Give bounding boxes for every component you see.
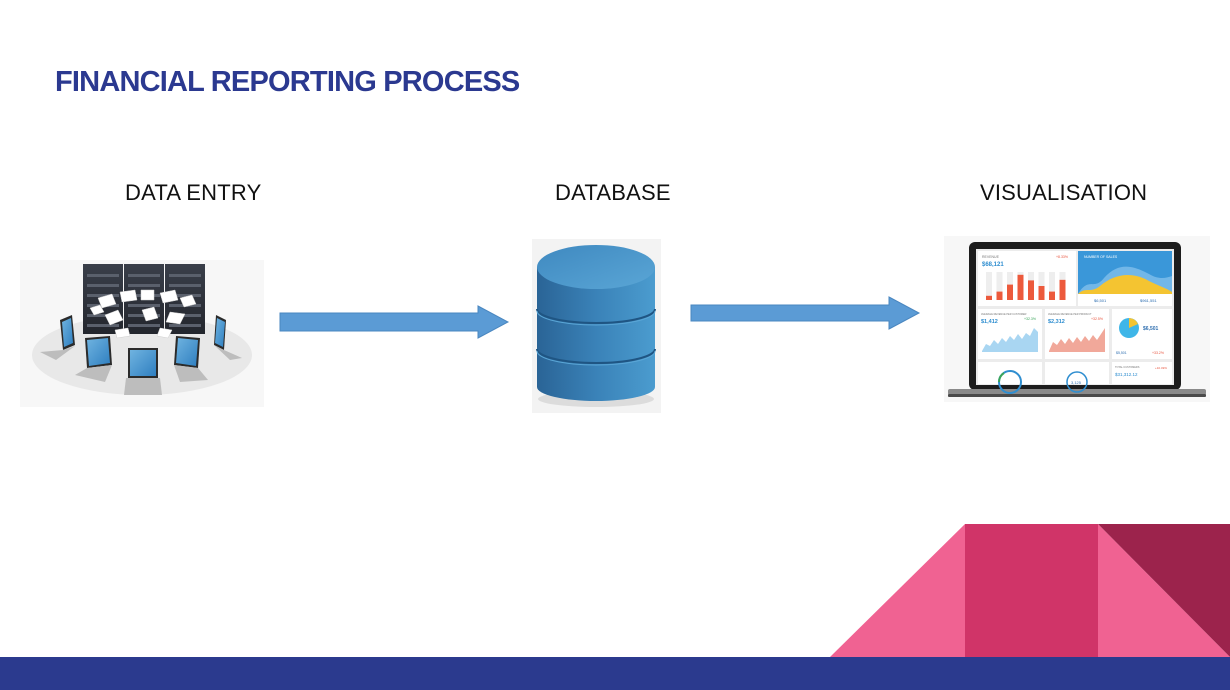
dash-pie-sub-left: $5,501 (1116, 351, 1127, 355)
dash-revenue-change: +8.33% (1056, 255, 1068, 259)
revenue-bar (1017, 274, 1024, 300)
dash-avg-customer-value: $1,412 (981, 319, 998, 325)
dash-sales-title: NUMBER OF SALES (1084, 255, 1118, 259)
dash-sales-right: $961,551 (1140, 298, 1157, 303)
deco-left-triangle (830, 524, 965, 657)
step-label-visualisation: VISUALISATION (980, 180, 1148, 205)
slide-title: FINANCIAL REPORTING PROCESS (55, 66, 520, 98)
revenue-bar (1059, 279, 1066, 300)
revenue-bar (1028, 280, 1034, 300)
arrow-right-icon (690, 296, 921, 330)
arrow-right-icon (279, 305, 510, 339)
revenue-bar-track (1049, 272, 1055, 300)
footer-bar (0, 657, 1230, 690)
dash-pie-sub-right: +33.2% (1152, 351, 1164, 355)
deco-right-light-triangle (1098, 524, 1230, 657)
step-label-data-entry: DATA ENTRY (125, 180, 262, 205)
deco-middle-rect (965, 524, 1098, 657)
revenue-bar (1007, 284, 1013, 300)
dash-avg-customer-change: +32.3% (1024, 317, 1036, 321)
revenue-bar (996, 291, 1003, 300)
dash-sales-left: $6,501 (1094, 298, 1107, 303)
dashboard-laptop-icon: REVENUE $68,121 +8.33% NUMBER OF SALES $… (944, 236, 1210, 402)
dash-total-customers-label: TOTAL CUSTOMERS (1115, 366, 1140, 369)
dash-revenue-value: $68,121 (982, 262, 1004, 268)
dash-total-customers-value: $31,312.12 (1115, 372, 1138, 377)
servers-laptops-icon (20, 260, 264, 407)
dash-total-customers-change: +10.49% (1155, 366, 1167, 370)
dash-pie-value: $6,501 (1143, 326, 1159, 332)
dash-avg-product-value: $2,312 (1048, 319, 1065, 325)
revenue-bar-track (996, 272, 1003, 300)
dash-avg-product-change: +32.5% (1091, 317, 1103, 321)
dash-revenue-label: REVENUE (982, 255, 1000, 259)
database-cylinder-icon (532, 239, 661, 413)
dash-avg-customer-label: AVERAGE REVENUE PER CUSTOMER (981, 313, 1027, 316)
revenue-bar (1038, 286, 1045, 300)
revenue-bar (1049, 291, 1055, 300)
step-label-database: DATABASE (555, 180, 671, 205)
revenue-bar (986, 295, 992, 300)
revenue-bar-track (986, 272, 992, 300)
dash-gauge-value: 3,125 (1071, 380, 1082, 385)
dash-avg-product-label: AVERAGE REVENUE PER PRODUCT (1048, 313, 1092, 316)
deco-right-dark-triangle (1098, 524, 1230, 657)
